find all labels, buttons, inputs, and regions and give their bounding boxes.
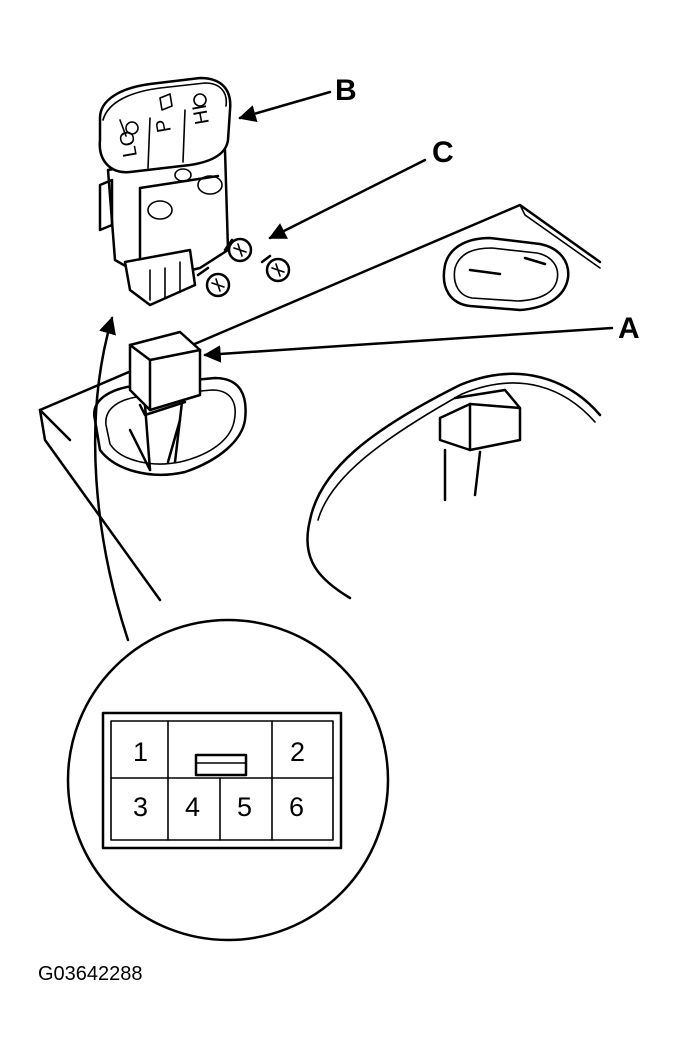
pin-1: 1	[133, 737, 148, 767]
callout-a: A	[618, 312, 640, 345]
leader-b	[238, 90, 332, 123]
connector-detail	[66, 618, 390, 942]
figure-id: G03642288	[38, 963, 143, 985]
screw	[260, 254, 291, 283]
leader-detail	[93, 316, 130, 642]
screw	[223, 237, 253, 263]
pin-5: 5	[237, 792, 252, 822]
screw	[196, 266, 231, 298]
rear-switch	[442, 236, 570, 312]
pin-4: 4	[185, 792, 200, 822]
connector-a	[128, 330, 202, 417]
callout-c: C	[432, 136, 454, 169]
callout-b: B	[335, 74, 357, 107]
lo-symbol: LO	[116, 129, 142, 159]
screws-c	[196, 237, 291, 298]
park-symbol: P	[152, 117, 176, 134]
lower-plug	[438, 388, 522, 502]
pin-3: 3	[133, 792, 148, 822]
pin-6: 6	[289, 792, 304, 822]
hi-symbol: HI	[189, 103, 214, 127]
pin-2: 2	[290, 737, 305, 767]
dashboard-panel	[38, 203, 602, 602]
connector-a-socket	[92, 376, 247, 476]
headlight-switch: LO P HI	[98, 76, 232, 307]
leader-c	[268, 158, 427, 240]
leader-a	[203, 326, 614, 363]
